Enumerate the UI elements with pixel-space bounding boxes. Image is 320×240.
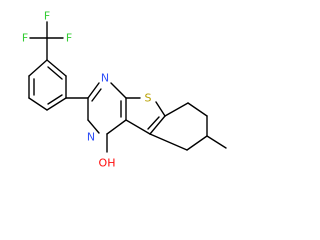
atom-label-hydroxyl: OH <box>99 157 116 170</box>
atom-label-fluorine: F <box>22 32 28 45</box>
bond <box>206 135 227 149</box>
bond <box>106 119 127 135</box>
molecule-diagram: F F F N N S OH <box>22 10 227 170</box>
bond <box>147 116 160 130</box>
bond <box>47 94 63 105</box>
bond <box>110 82 127 99</box>
bond <box>149 133 188 151</box>
bond <box>47 66 63 80</box>
atom-label-sulfur: S <box>145 92 152 105</box>
bond <box>28 97 48 111</box>
atom-label-nitrogen: N <box>101 72 109 85</box>
bond <box>155 101 166 117</box>
bonds <box>28 21 227 153</box>
bond <box>28 59 48 77</box>
bond <box>46 97 67 111</box>
bond <box>87 82 100 99</box>
bond <box>149 115 166 135</box>
bond <box>186 135 208 151</box>
bond <box>87 119 100 134</box>
atom-label-nitrogen: N <box>87 131 95 144</box>
bond <box>187 102 208 117</box>
bond <box>91 88 102 102</box>
bond <box>164 102 189 117</box>
bond <box>46 59 67 77</box>
atom-label-fluorine: F <box>66 32 72 45</box>
bond <box>125 119 151 135</box>
atom-label-fluorine: F <box>44 10 50 23</box>
atom-labels: F F F N N S OH <box>22 10 152 170</box>
